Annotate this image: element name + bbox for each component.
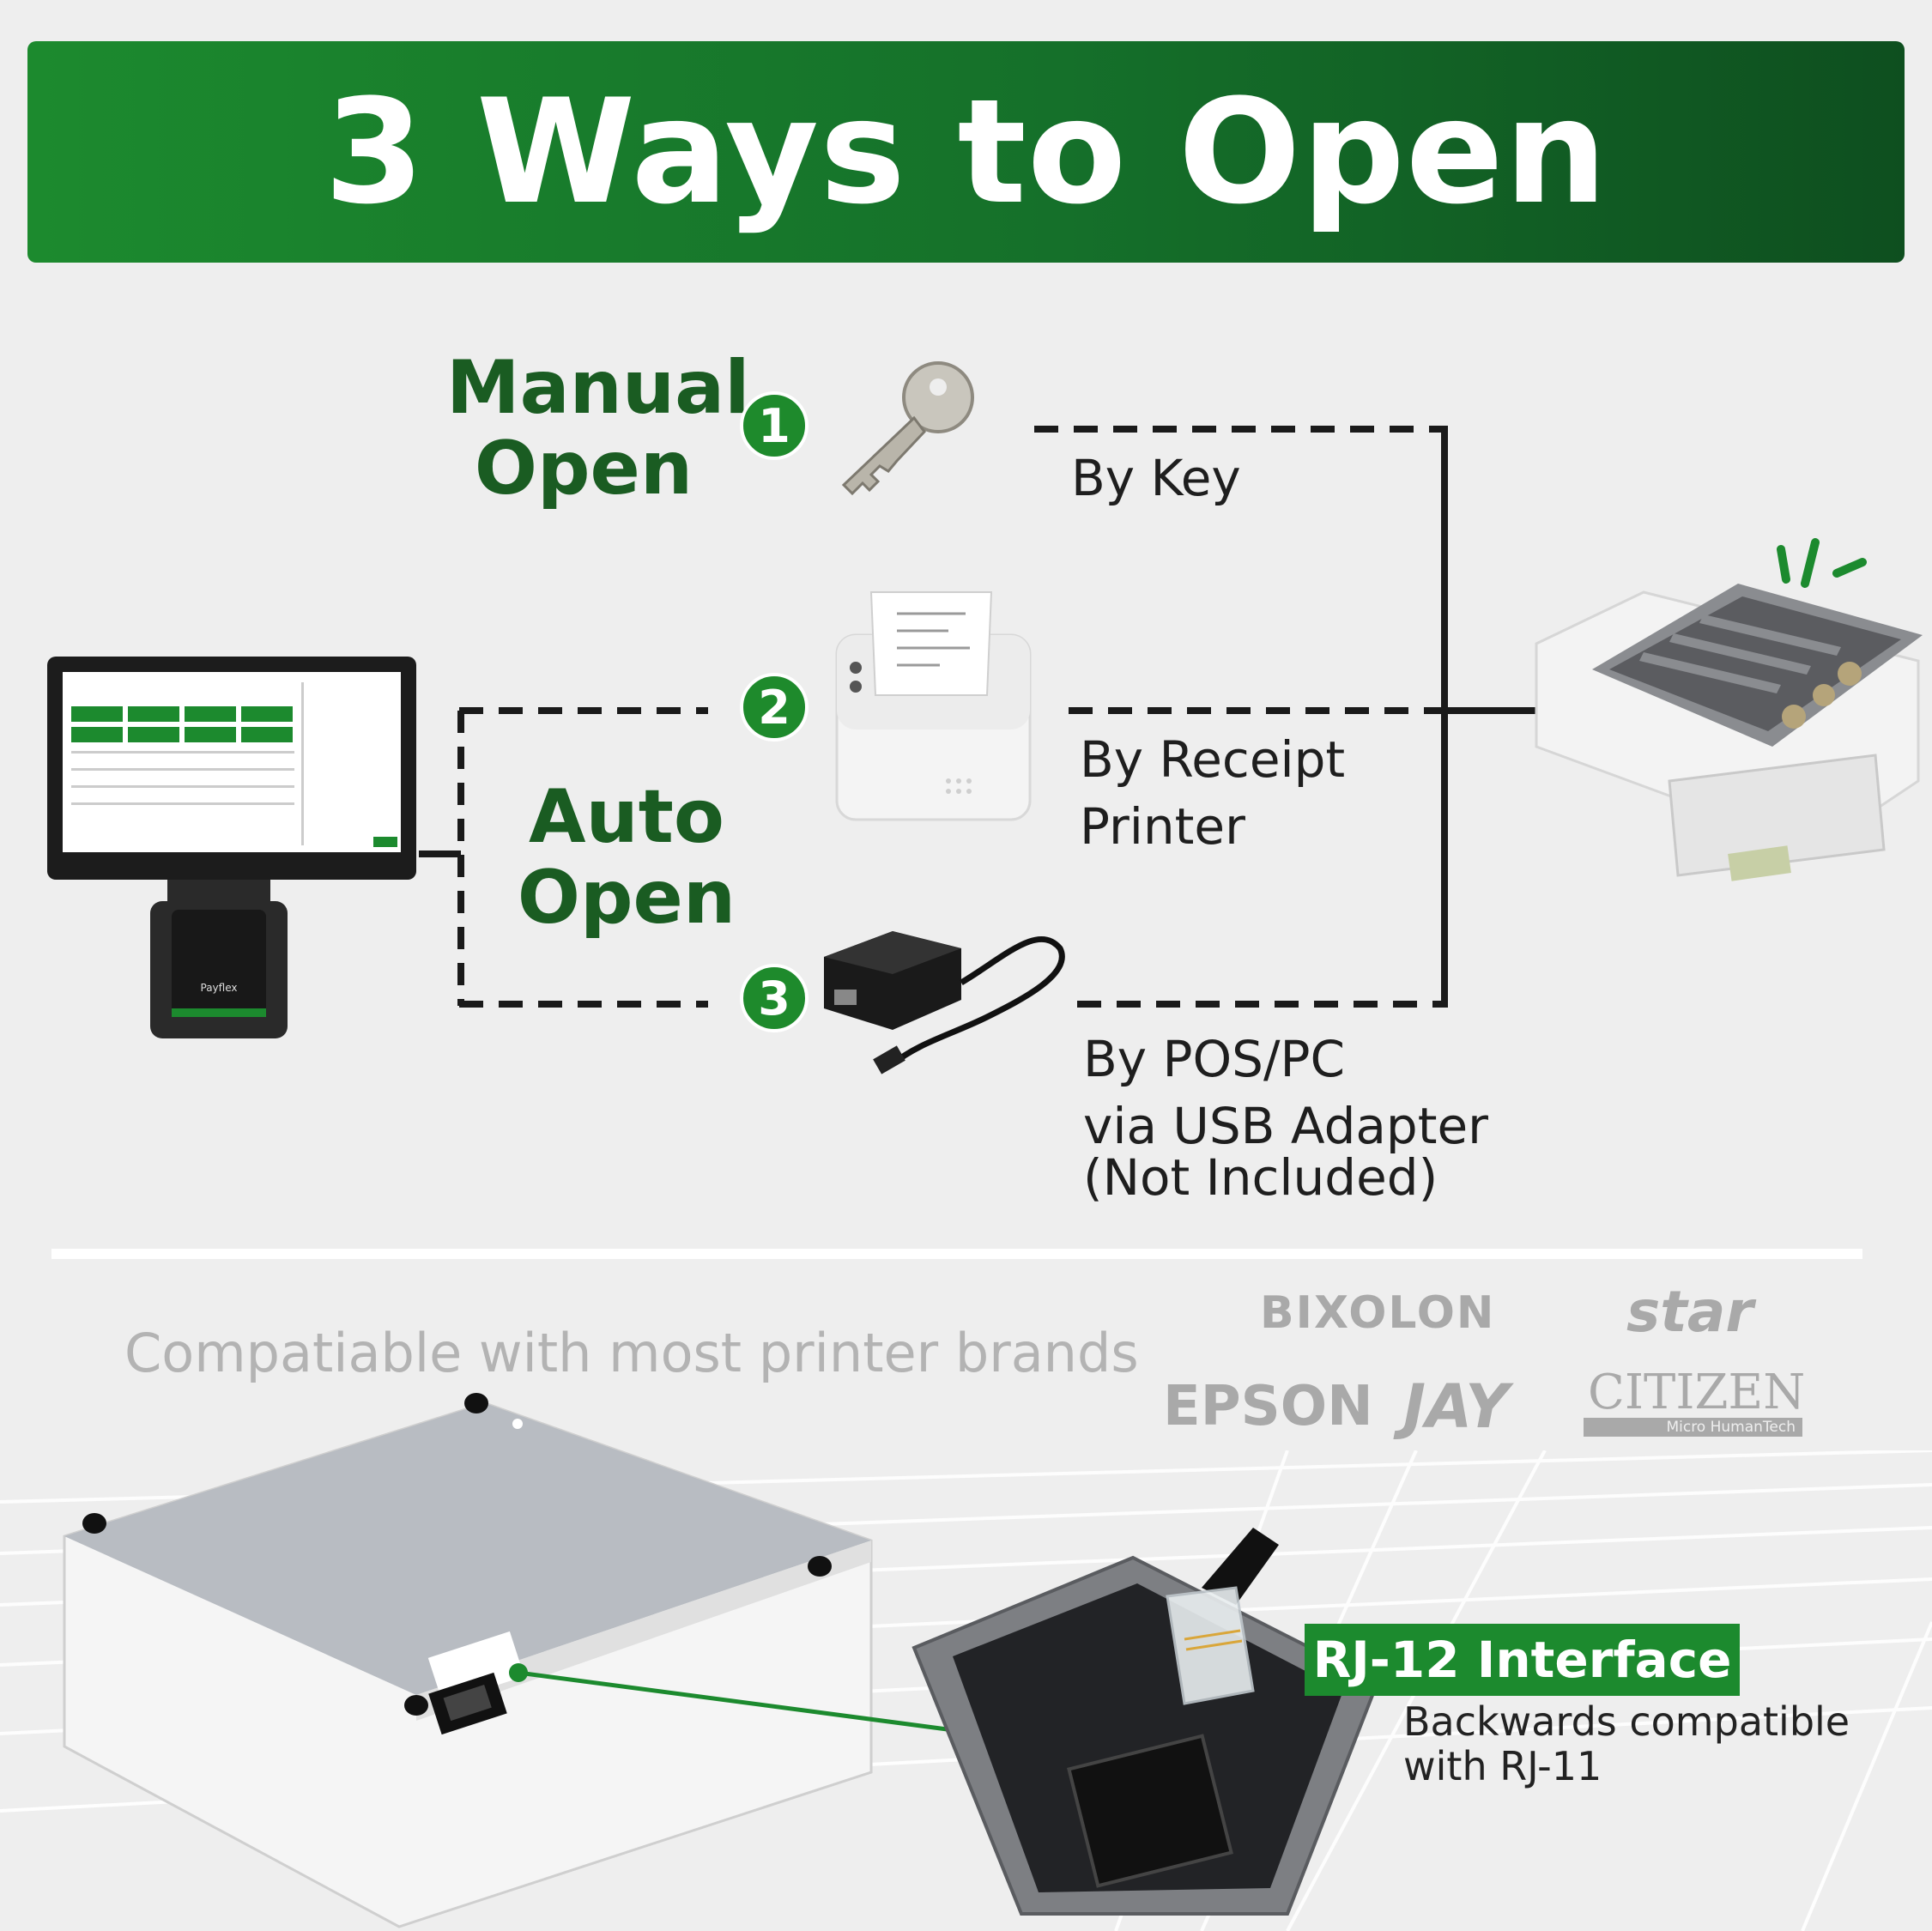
step-3-line2: via USB Adapter (1083, 1097, 1489, 1155)
compatibility-text: Compatiable with most printer brands (124, 1322, 1139, 1384)
step-2-badge: 2 (740, 673, 809, 742)
step-3-badge: 3 (740, 964, 809, 1032)
receipt-printer-icon (835, 591, 1032, 821)
section-divider (51, 1249, 1862, 1259)
step-1-badge: 1 (740, 391, 809, 460)
star-logo: star (1626, 1279, 1753, 1345)
pos-brand-text: Payflex (201, 982, 238, 994)
connector-lines (419, 426, 1545, 1008)
rj12-port-closeup (911, 1528, 1380, 1916)
pos-terminal-icon: Payflex (47, 657, 416, 1038)
jay-logo: JAY (1403, 1371, 1509, 1442)
step-3-label: By POS/PC via USB Adapter (Not Included) (1083, 1026, 1488, 1211)
page-title: 3 Ways to Open (324, 68, 1608, 236)
title-banner: 3 Ways to Open (27, 41, 1905, 263)
manual-open-label: Manual Open (446, 345, 750, 509)
step-2-line1: By Receipt (1080, 730, 1346, 789)
step-3-line3: (Not Included) (1083, 1148, 1438, 1207)
open-motion-icon (1777, 538, 1867, 588)
step-3-line1: By POS/PC (1083, 1030, 1346, 1088)
auto-open-label: Auto Open (506, 777, 747, 938)
step-2-label: By Receipt Printer (1080, 726, 1345, 860)
step-1-line1: By Key (1071, 449, 1241, 507)
rj12-interface-label: RJ-12 Interface (1305, 1624, 1740, 1696)
epson-logo: EPSON (1163, 1375, 1373, 1438)
micro-humantech-logo: Micro HumanTech (1584, 1418, 1802, 1437)
manual-line1: Manual (446, 345, 750, 431)
rj12-description: Backwards compatible with RJ-11 (1403, 1699, 1850, 1789)
usb-adapter-icon (824, 931, 1065, 1074)
step-1-label: By Key (1071, 445, 1241, 512)
manual-line2: Open (474, 426, 693, 512)
cash-drawer-icon (1535, 538, 1923, 881)
rj12-desc-line1: Backwards compatible (1403, 1698, 1850, 1745)
key-icon (841, 361, 974, 496)
auto-line2: Open (517, 855, 736, 941)
citizen-logo: CITIZEN (1588, 1365, 1806, 1420)
rj12-desc-line2: with RJ-11 (1403, 1743, 1602, 1789)
bixolon-logo: BIXOLON (1260, 1287, 1496, 1339)
auto-line1: Auto (529, 774, 724, 860)
drawer-bottom-view (63, 1393, 873, 1928)
step-2-line2: Printer (1080, 797, 1245, 856)
